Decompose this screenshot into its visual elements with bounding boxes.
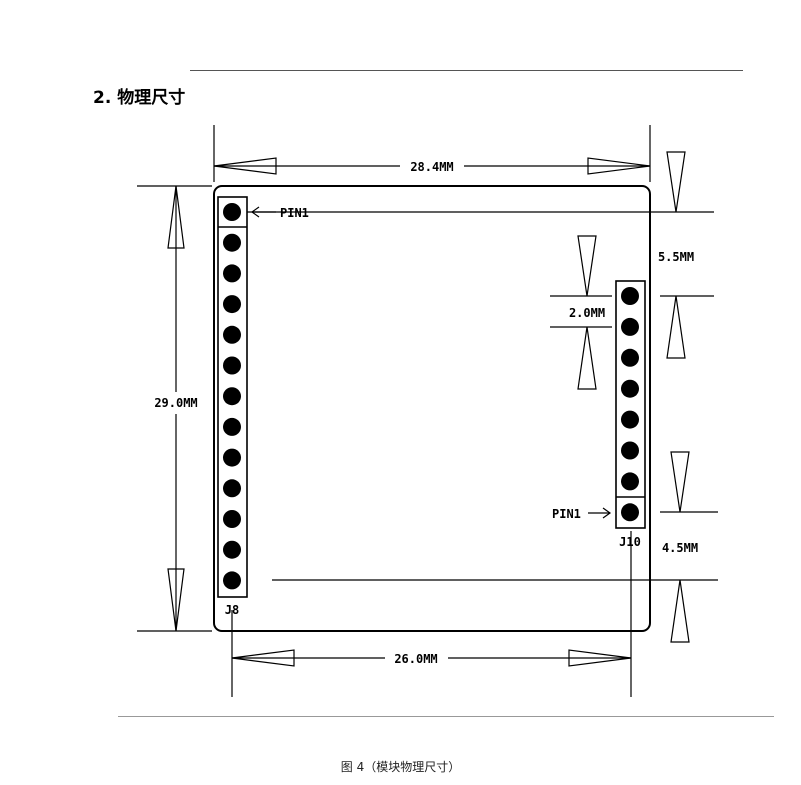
connector-j10-label: J10 — [619, 535, 641, 549]
j10-pin — [621, 503, 639, 522]
top-offset-dimension-label: 5.5MM — [658, 250, 694, 264]
j10-pin — [621, 317, 639, 336]
j8-pin — [223, 540, 241, 559]
connector-j8-label: J8 — [225, 603, 239, 617]
pin1-right-label: PIN1 — [552, 507, 581, 521]
j10-pin — [621, 379, 639, 398]
j10-pins — [621, 287, 639, 522]
width-arrow-right — [587, 157, 651, 175]
j8-connector-outline — [217, 196, 248, 598]
j8-pin — [223, 387, 241, 406]
j10-pin — [621, 441, 639, 460]
j8-pin — [223, 356, 241, 375]
pin-span-dimension-label: 26.0MM — [394, 652, 437, 666]
top-rule — [190, 70, 743, 71]
j8-pin — [223, 448, 241, 467]
j10-pin — [621, 472, 639, 491]
pin1-left-pointer — [250, 206, 260, 218]
section-number: 2. — [93, 88, 112, 108]
pitch-arrow-upper — [577, 235, 597, 297]
pin-span-arrow-right — [568, 649, 632, 667]
j8-pin — [223, 233, 241, 252]
pin1-right-pointer — [602, 507, 612, 519]
height-arrow-top — [167, 185, 185, 249]
pin1-left-label: PIN1 — [280, 206, 309, 220]
bottom-offset-arrow-lower — [670, 579, 690, 643]
j8-pin — [223, 264, 241, 283]
j8-pin — [223, 510, 241, 528]
pitch-dimension-label: 2.0MM — [569, 306, 605, 320]
bottom-rule — [118, 716, 774, 717]
width-arrow-left — [213, 157, 277, 175]
height-arrow-bottom — [167, 568, 185, 632]
bottom-offset-dimension-label: 4.5MM — [662, 541, 698, 555]
pin-span-arrow-left — [231, 649, 295, 667]
section-heading: 2.物理尺寸 — [93, 83, 191, 108]
bottom-offset-arrow-upper — [670, 451, 690, 513]
j8-pin — [223, 417, 241, 436]
j10-connector-outline — [615, 280, 646, 529]
section-title: 物理尺寸 — [117, 88, 186, 108]
j10-pin — [621, 287, 639, 305]
top-offset-arrow-lower — [666, 295, 686, 359]
j8-pin — [223, 325, 241, 344]
j10-pin — [621, 348, 639, 367]
j8-pin — [223, 571, 241, 590]
j10-pin — [621, 410, 639, 429]
width-dimension-label: 28.4MM — [410, 160, 453, 174]
j8-pin — [223, 203, 241, 221]
board-outline — [213, 185, 651, 632]
pitch-arrow-lower — [577, 326, 597, 390]
j8-pin — [223, 479, 241, 498]
j8-pin — [223, 295, 241, 314]
figure-caption: 图 4（模块物理尺寸） — [340, 760, 461, 774]
top-offset-arrow-upper — [666, 151, 686, 213]
j8-pins — [223, 203, 241, 590]
height-dimension-label: 29.0MM — [154, 396, 197, 410]
